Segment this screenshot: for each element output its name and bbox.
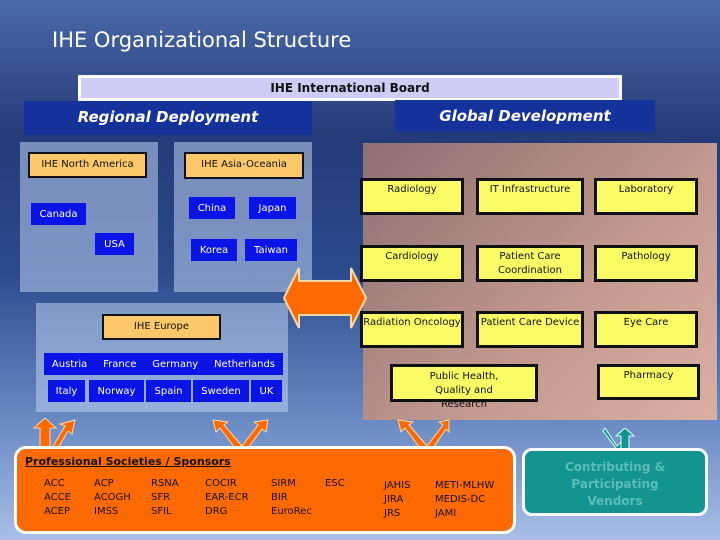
society: ACCE [44, 492, 71, 503]
country-canada: Canada [31, 203, 86, 225]
society: SIRM [271, 478, 296, 489]
global-development-banner: Global Development [395, 100, 655, 132]
society: SFIL [151, 506, 172, 517]
society: EAR-ECR [205, 492, 249, 503]
europe-row-1: Austria France Germany Netherlands [44, 353, 283, 375]
vendors-label: Contributing & Participating Vendors [564, 460, 666, 508]
domain-pharmacy: Pharmacy [597, 364, 700, 400]
society: ACP [94, 478, 114, 489]
country-sweden: Sweden [193, 380, 249, 402]
country-spain: Spain [146, 380, 191, 402]
society-column: RSNA SFR SFIL [151, 477, 179, 519]
page-title: IHE Organizational Structure [52, 28, 352, 52]
domain-eye-care: Eye Care [594, 311, 698, 348]
society: JAMI [435, 508, 457, 519]
country-japan: Japan [249, 197, 296, 219]
society: RSNA [151, 478, 179, 489]
society: METI-MLHW [435, 480, 495, 491]
society: COCIR [205, 478, 237, 489]
society: DRG [205, 506, 228, 517]
society-column: SIRM BIR EuroRec [271, 477, 312, 519]
domain-laboratory: Laboratory [594, 178, 698, 215]
society: ACEP [44, 506, 70, 517]
international-board: IHE International Board [78, 75, 622, 101]
society: MEDIS-DC [435, 494, 486, 505]
regional-deployment-banner: Regional Deployment [24, 101, 312, 135]
connector-arrows-icon [32, 418, 450, 448]
country-austria: Austria [51, 358, 88, 370]
society: ACC [44, 478, 65, 489]
country-italy: Italy [48, 380, 85, 402]
country-norway: Norway [89, 380, 144, 402]
society-column: ACC ACCE ACEP [44, 477, 71, 519]
societies-heading: Professional Societies / Sponsors [25, 455, 231, 468]
ihe-europe: IHE Europe [102, 314, 221, 340]
society: JRS [384, 508, 401, 519]
society: ACOGH [94, 492, 131, 503]
society: BIR [271, 492, 288, 503]
society-column: METI-MLHW MEDIS-DC JAMI [435, 479, 494, 521]
society-column: COCIR EAR-ECR DRG [205, 477, 249, 519]
vendors-box: Contributing & Participating Vendors [522, 448, 708, 516]
society: SFR [151, 492, 171, 503]
country-taiwan: Taiwan [245, 239, 297, 261]
domain-pathology: Pathology [594, 245, 698, 282]
domain-radiology: Radiology [360, 178, 464, 215]
domain-it-infrastructure: IT Infrastructure [476, 178, 584, 215]
country-korea: Korea [191, 239, 237, 261]
double-arrow-icon [283, 267, 367, 329]
country-germany: Germany [152, 358, 199, 370]
society: JAHIS [384, 480, 411, 491]
society: JIRA [384, 494, 404, 505]
country-usa: USA [95, 233, 134, 255]
domain-public-health: Public Health, Quality and Research [390, 364, 538, 410]
society-column: JAHIS JIRA JRS [384, 479, 410, 521]
domain-radiation-oncology: Radiation Oncology [360, 311, 464, 348]
society-column: ESC [325, 477, 345, 491]
country-uk: UK [251, 380, 282, 402]
country-netherlands: Netherlands [214, 358, 276, 370]
country-china: China [189, 197, 235, 219]
domain-patient-care-device: Patient Care Device [476, 311, 584, 348]
society: IMSS [94, 506, 119, 517]
domain-patient-care-coordination: Patient Care Coordination [476, 245, 584, 282]
country-france: France [103, 358, 137, 370]
society: EuroRec [271, 506, 312, 517]
ihe-asia-oceania: IHE Asia-Oceania [184, 152, 304, 179]
society-column: ACP ACOGH IMSS [94, 477, 131, 519]
domain-cardiology: Cardiology [360, 245, 464, 282]
society: ESC [325, 478, 345, 489]
ihe-north-america: IHE North America [28, 152, 147, 178]
